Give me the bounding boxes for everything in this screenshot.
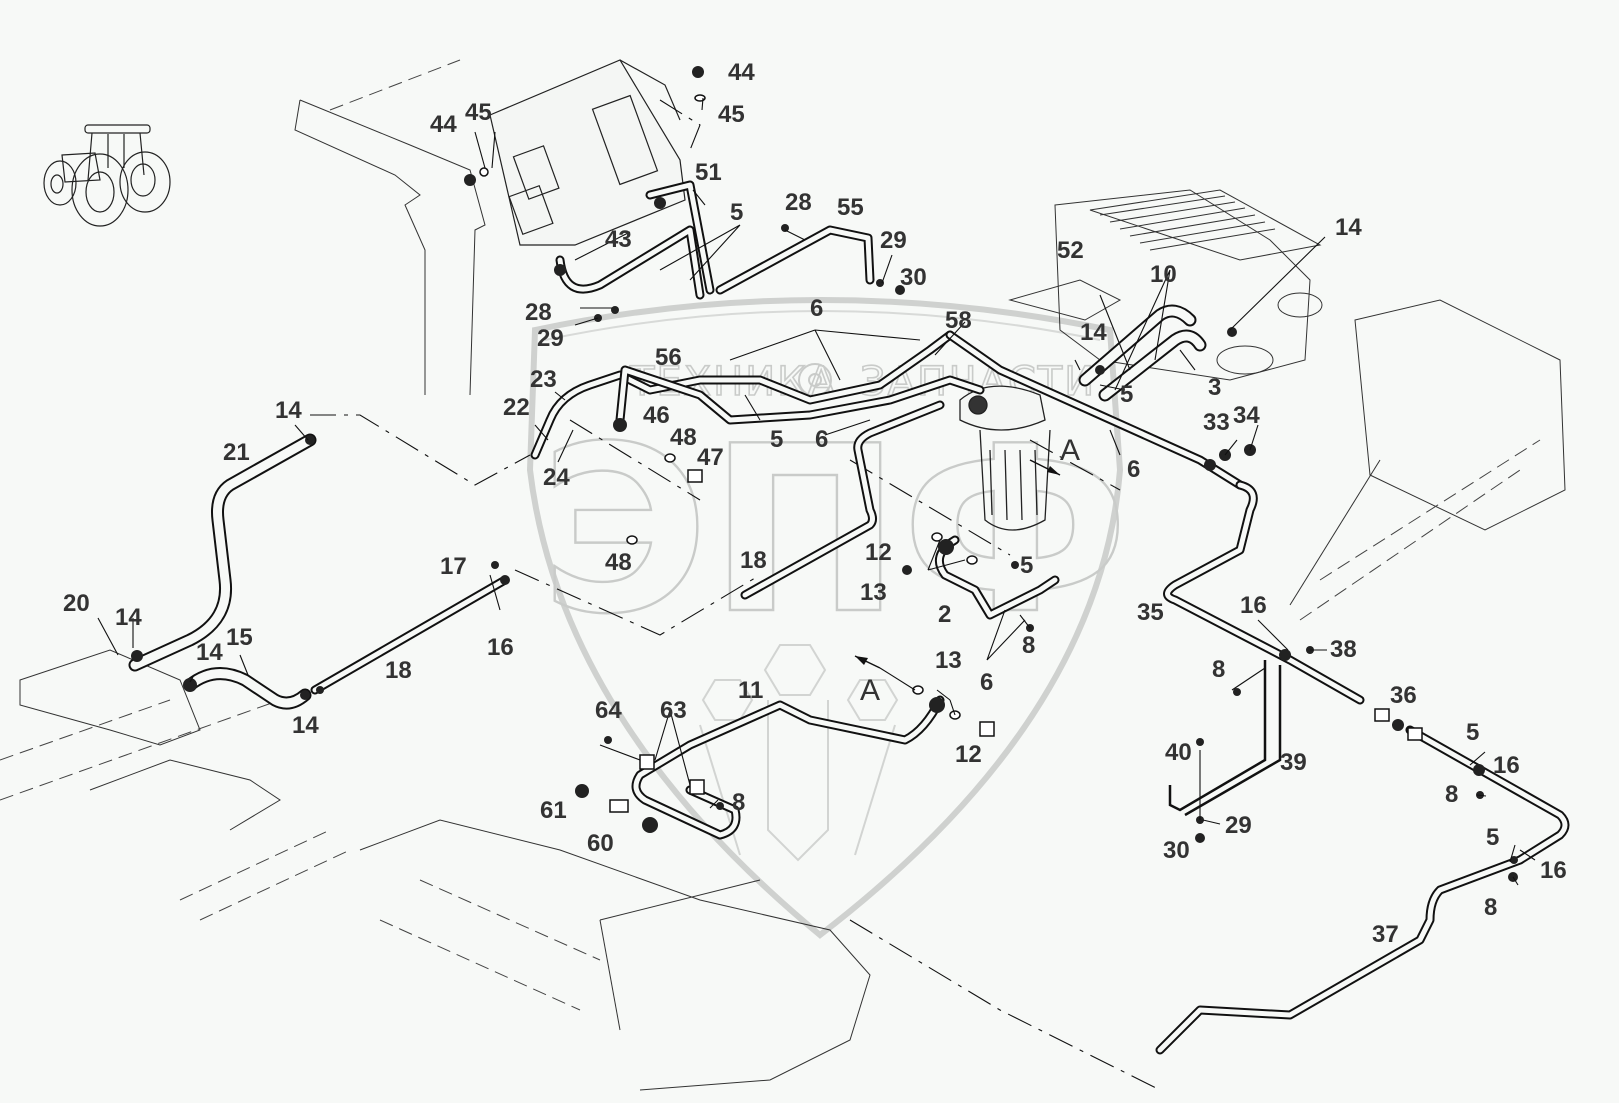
callout-16: 16 xyxy=(1240,592,1267,619)
callout-6: 6 xyxy=(810,295,823,322)
callout-6: 6 xyxy=(980,669,993,696)
callout-48: 48 xyxy=(670,424,697,451)
callout-29: 29 xyxy=(880,227,907,254)
callout-44: 44 xyxy=(728,59,755,86)
callout-22: 22 xyxy=(503,394,530,421)
callout-28: 28 xyxy=(785,189,812,216)
callout-58: 58 xyxy=(945,307,972,334)
callout-64: 64 xyxy=(595,697,622,724)
callout-23: 23 xyxy=(530,366,557,393)
callout-45: 45 xyxy=(718,101,745,128)
callout-5: 5 xyxy=(1466,719,1479,746)
view-marker-a-2: A xyxy=(860,674,880,707)
callout-6: 6 xyxy=(815,426,828,453)
callout-29: 29 xyxy=(537,325,564,352)
callout-61: 61 xyxy=(540,797,567,824)
callout-33: 33 xyxy=(1203,409,1230,436)
callout-5: 5 xyxy=(730,199,743,226)
callout-8: 8 xyxy=(1484,894,1497,921)
callout-5: 5 xyxy=(1120,381,1133,408)
callout-39: 39 xyxy=(1280,749,1307,776)
callout-13: 13 xyxy=(860,579,887,606)
callout-29: 29 xyxy=(1225,812,1252,839)
callout-10: 10 xyxy=(1150,261,1177,288)
callout-43: 43 xyxy=(605,226,632,253)
callout-14: 14 xyxy=(1335,214,1362,241)
callout-44: 44 xyxy=(430,111,457,138)
callout-5: 5 xyxy=(770,426,783,453)
view-marker-a: A xyxy=(1060,434,1080,467)
callout-12: 12 xyxy=(955,741,982,768)
callout-60: 60 xyxy=(587,830,614,857)
callout-8: 8 xyxy=(1212,656,1225,683)
callout-63: 63 xyxy=(660,697,687,724)
callout-38: 38 xyxy=(1330,636,1357,663)
callout-40: 40 xyxy=(1165,739,1192,766)
callout-37: 37 xyxy=(1372,921,1399,948)
watermark-shield xyxy=(526,297,1124,939)
callout-15: 15 xyxy=(226,624,253,651)
tractor-icon xyxy=(43,124,171,227)
callout-52: 52 xyxy=(1057,237,1084,264)
callout-20: 20 xyxy=(63,590,90,617)
callout-5: 5 xyxy=(1020,552,1033,579)
callout-34: 34 xyxy=(1233,402,1260,429)
callout-16: 16 xyxy=(1493,752,1520,779)
callout-14: 14 xyxy=(196,639,223,666)
callout-48: 48 xyxy=(605,549,632,576)
callouts: 44 45 44 45 51 43 5 28 55 29 30 28 29 6 … xyxy=(63,59,1567,948)
fuel-filter xyxy=(959,385,1051,531)
callout-8: 8 xyxy=(732,789,745,816)
callout-5: 5 xyxy=(1486,824,1499,851)
callout-13: 13 xyxy=(935,647,962,674)
callout-21: 21 xyxy=(223,439,250,466)
callout-14: 14 xyxy=(292,712,319,739)
callout-55: 55 xyxy=(837,194,864,221)
callout-18: 18 xyxy=(385,657,412,684)
callout-16: 16 xyxy=(1540,857,1567,884)
callout-12: 12 xyxy=(865,539,892,566)
callout-35: 35 xyxy=(1137,599,1164,626)
callout-36: 36 xyxy=(1390,682,1417,709)
callout-16: 16 xyxy=(487,634,514,661)
callout-45: 45 xyxy=(465,99,492,126)
reference-lines xyxy=(310,99,1161,1091)
view-arrow-a-lower: A xyxy=(854,655,881,707)
callout-8: 8 xyxy=(1445,781,1458,808)
callout-51: 51 xyxy=(695,159,722,186)
callout-2: 2 xyxy=(938,601,951,628)
callout-18: 18 xyxy=(740,547,767,574)
callout-47: 47 xyxy=(697,444,724,471)
view-arrow-a-upper: A xyxy=(1029,434,1080,476)
callout-56: 56 xyxy=(655,344,682,371)
fittings xyxy=(131,66,1518,882)
callout-8: 8 xyxy=(1022,632,1035,659)
callout-11: 11 xyxy=(738,677,763,704)
callout-14: 14 xyxy=(115,604,142,631)
callout-3: 3 xyxy=(1208,374,1221,401)
callout-30: 30 xyxy=(1163,837,1190,864)
callout-17: 17 xyxy=(440,553,467,580)
tank-grille xyxy=(1089,189,1323,375)
callout-28: 28 xyxy=(525,299,552,326)
callout-24: 24 xyxy=(543,464,570,491)
callout-6: 6 xyxy=(1127,456,1140,483)
leader-lines xyxy=(97,97,1536,886)
bracket-39 xyxy=(1168,660,1282,817)
chassis-outline xyxy=(0,59,1566,1091)
callout-30: 30 xyxy=(900,264,927,291)
ecu-module xyxy=(489,59,686,246)
callout-14: 14 xyxy=(275,397,302,424)
watermark-logo: ЭПФ xyxy=(540,398,1129,665)
callout-14: 14 xyxy=(1080,319,1107,346)
callout-46: 46 xyxy=(643,402,670,429)
